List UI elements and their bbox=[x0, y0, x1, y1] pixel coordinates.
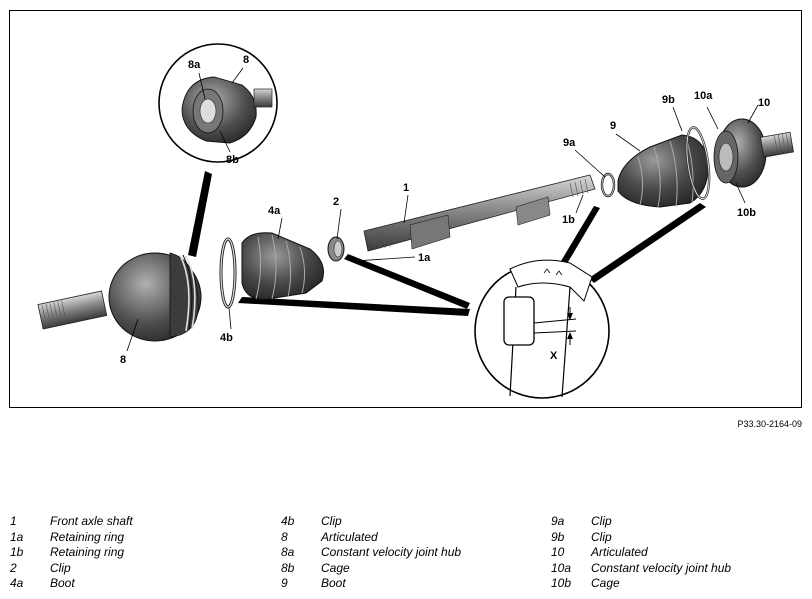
callout-8a: 8a bbox=[188, 59, 201, 71]
legend-number: 8 bbox=[281, 529, 288, 544]
callout-10b: 10b bbox=[737, 207, 756, 219]
callout-9b: 9b bbox=[662, 94, 675, 106]
legend-number: 9a bbox=[551, 514, 565, 528]
legend-description: Clip bbox=[321, 514, 342, 528]
boot-9 bbox=[617, 134, 709, 208]
callout-8: 8 bbox=[120, 354, 126, 366]
legend-description: Retaining ring bbox=[50, 545, 125, 559]
legend-description: Constant velocity joint hub bbox=[321, 545, 462, 559]
detail-leaders bbox=[188, 171, 706, 316]
detail-circle-clip bbox=[474, 259, 610, 399]
clip-9a bbox=[600, 172, 616, 198]
callout-leaders bbox=[126, 67, 759, 352]
boot-4a bbox=[241, 232, 324, 300]
callout-x: X bbox=[550, 350, 558, 362]
callout-1a: 1a bbox=[418, 252, 431, 264]
callout-1b: 1b bbox=[562, 214, 575, 226]
callout-8b: 8b bbox=[226, 154, 239, 166]
legend-description: Front axle shaft bbox=[50, 514, 133, 528]
legend-number: 1b bbox=[10, 545, 24, 559]
legend-description: Clip bbox=[50, 560, 71, 575]
right-cv-joint bbox=[713, 118, 794, 188]
left-cv-joint bbox=[37, 252, 202, 342]
legend-description: Clip bbox=[591, 514, 612, 528]
legend-number: 10 bbox=[551, 545, 565, 559]
callout-2: 2 bbox=[333, 196, 339, 208]
callout-9: 9 bbox=[610, 120, 616, 132]
legend-number: 10b bbox=[551, 576, 572, 590]
legend-description: Cage bbox=[321, 560, 350, 575]
callout-1: 1 bbox=[403, 182, 409, 194]
legend-number: 4b bbox=[281, 514, 295, 528]
clip-4b bbox=[219, 237, 237, 309]
legend-number: 2 bbox=[10, 560, 17, 575]
callout-4b: 4b bbox=[220, 332, 233, 344]
clip-9b bbox=[685, 126, 711, 200]
legend-number: 4a bbox=[10, 576, 24, 590]
axle-diagram: 1 1a 1b 2 4a 4b 8 8 8a 8b 9 9a 9b 10 10a… bbox=[37, 43, 794, 399]
legend-number: 8a bbox=[281, 545, 295, 559]
legend-number: 10a bbox=[551, 560, 572, 575]
legend-description: Articulated bbox=[321, 529, 378, 544]
callout-9a: 9a bbox=[563, 137, 576, 149]
legend-number: 9b bbox=[551, 529, 565, 544]
legend-number: 9 bbox=[281, 576, 288, 590]
legend-description: Boot bbox=[321, 576, 346, 590]
legend-description: Constant velocity joint hub bbox=[591, 560, 732, 575]
legend-description: Cage bbox=[591, 576, 620, 590]
callout-4a: 4a bbox=[268, 205, 281, 217]
callout-8-detail: 8 bbox=[243, 54, 249, 66]
legend-description: Articulated bbox=[591, 545, 648, 559]
front-axle-shaft bbox=[363, 174, 596, 252]
callout-10: 10 bbox=[758, 97, 770, 109]
legend-number: 1 bbox=[10, 514, 17, 528]
legend-number: 8b bbox=[281, 560, 295, 575]
figure-reference-number: P33.30-2164-09 bbox=[737, 419, 802, 429]
legend-description: Boot bbox=[50, 576, 75, 590]
clip-2 bbox=[327, 236, 345, 262]
legend-description: Retaining ring bbox=[50, 529, 125, 544]
detail-circle-cv-joint bbox=[158, 43, 278, 163]
legend-number: 1a bbox=[10, 529, 24, 544]
exploded-diagram-frame: 1 1a 1b 2 4a 4b 8 8 8a 8b 9 9a 9b 10 10a… bbox=[9, 10, 802, 408]
legend-description: Clip bbox=[591, 529, 612, 544]
callout-10a: 10a bbox=[694, 90, 713, 102]
